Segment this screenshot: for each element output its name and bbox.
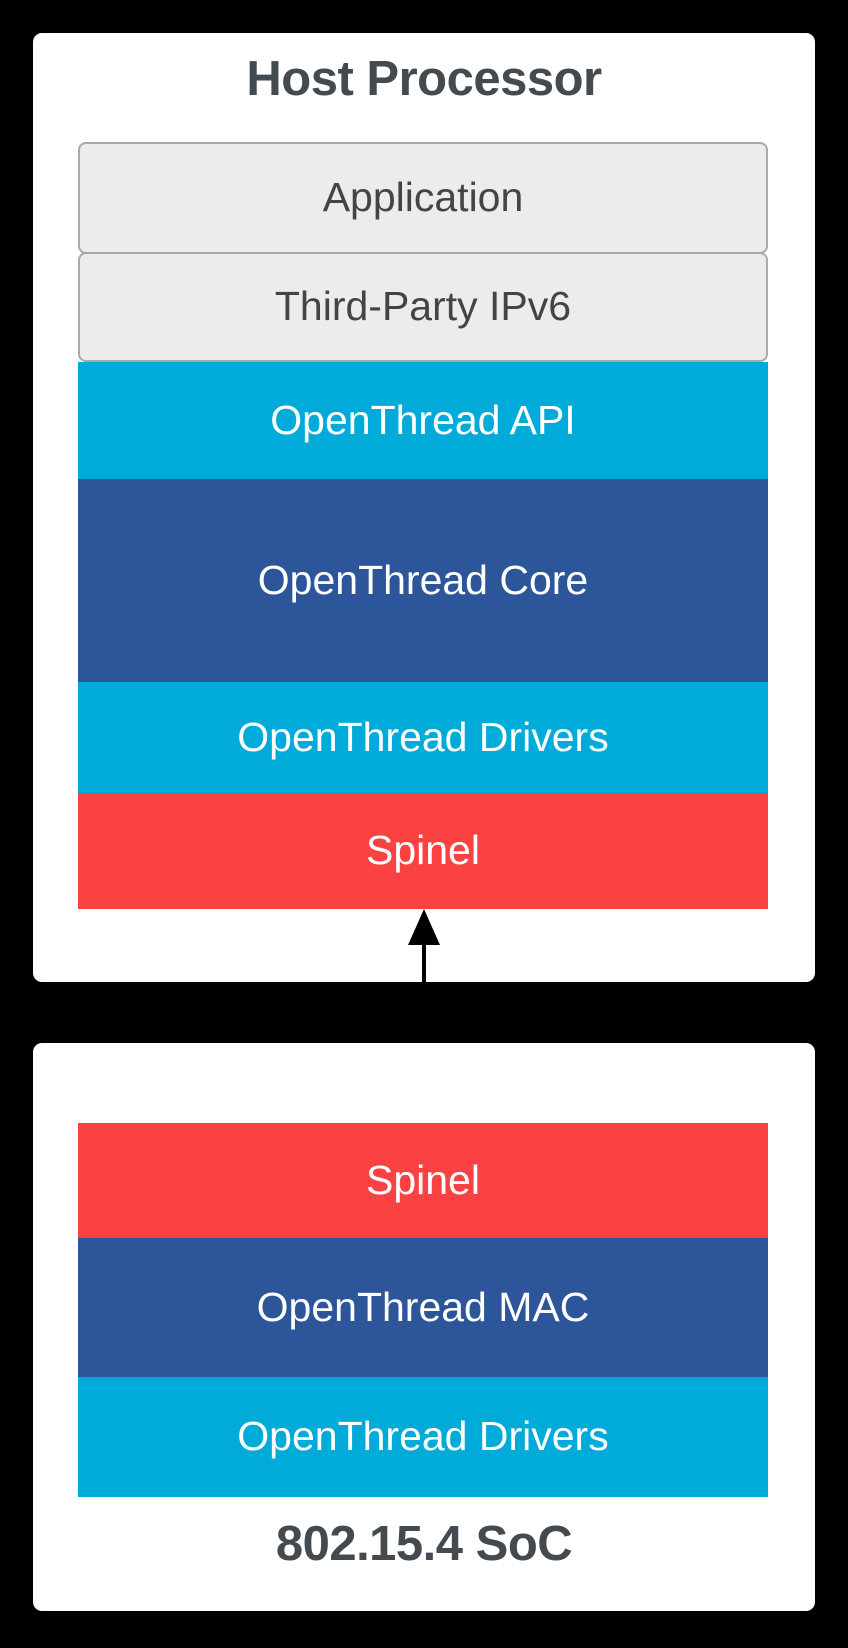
layer-third-party-ipv6-label: Third-Party IPv6 [274,283,572,330]
layer-openthread-drivers-host: OpenThread Drivers [78,682,768,793]
layer-spinel-host: Spinel [78,793,768,909]
layer-spinel-host-label: Spinel [366,827,480,874]
layer-openthread-mac: OpenThread MAC [78,1238,768,1377]
layer-openthread-api: OpenThread API [78,362,768,479]
host-processor-title: Host Processor [246,52,602,106]
layer-openthread-drivers-host-label: OpenThread Drivers [237,713,609,760]
layer-openthread-api-label: OpenThread API [270,396,576,443]
layer-openthread-mac-label: OpenThread MAC [256,1283,590,1330]
layer-application-label: Application [322,174,524,221]
soc-title: 802.15.4 SoC [275,1517,573,1571]
layer-application: Application [78,142,768,254]
layer-openthread-core-label: OpenThread Core [257,556,589,603]
layer-third-party-ipv6: Third-Party IPv6 [78,252,768,362]
layer-openthread-drivers-soc-label: OpenThread Drivers [237,1413,609,1460]
layer-openthread-drivers-soc: OpenThread Drivers [78,1377,768,1497]
layer-spinel-soc: Spinel [78,1123,768,1238]
layer-openthread-core: OpenThread Core [78,479,768,682]
layer-spinel-soc-label: Spinel [366,1156,480,1203]
